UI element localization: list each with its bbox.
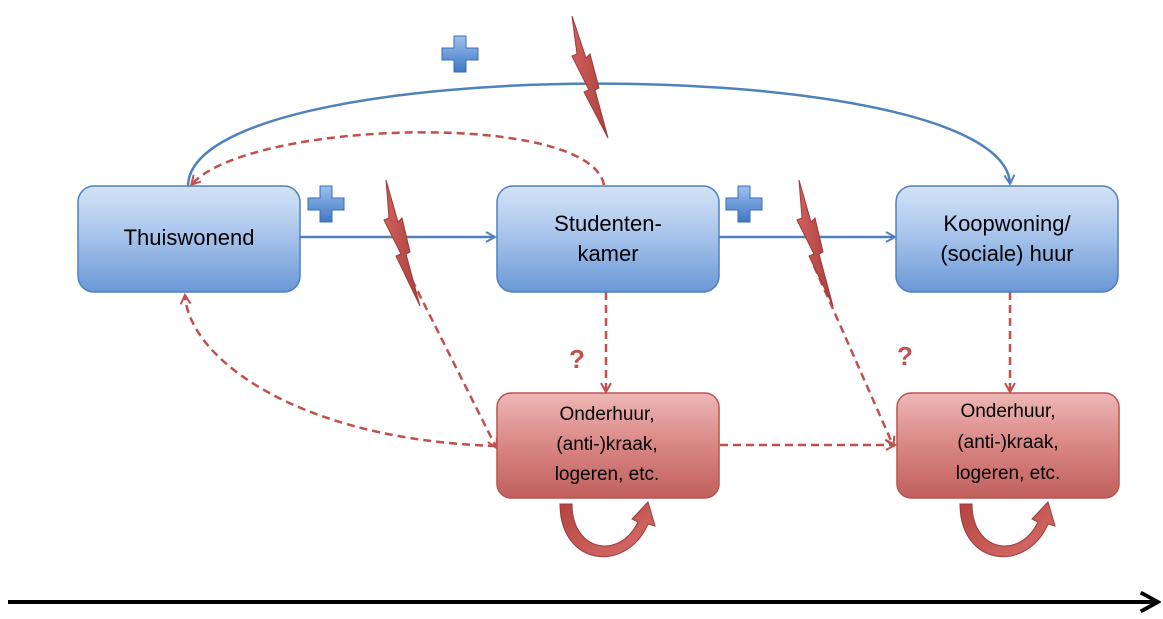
- node-studentenkamer-line-2: kamer: [577, 241, 638, 266]
- lightning-icon: [796, 179, 834, 307]
- node-onderhuur-1: Onderhuur, (anti-)kraak, logeren, etc.: [496, 392, 720, 499]
- node-koopwoning-line-1: Koopwoning/: [943, 211, 1071, 236]
- node-studentenkamer: Studenten- kamer: [496, 185, 720, 293]
- question-mark-2: ?: [897, 341, 913, 371]
- arrow-studentenkamer-lightning-to-onderhuur-2: [812, 265, 893, 445]
- svg-text:Studenten-: Studenten-: [554, 211, 662, 236]
- node-koopwoning: Koopwoning/ (sociale) huur: [895, 185, 1119, 293]
- svg-text:kamer: kamer: [577, 241, 638, 266]
- lightning-icon: [383, 179, 421, 307]
- svg-text:logeren, etc.: logeren, etc.: [956, 463, 1061, 484]
- loop-arrow-icon: [559, 501, 656, 558]
- svg-text:(anti-)kraak,: (anti-)kraak,: [957, 432, 1058, 453]
- node-thuiswonend-label: Thuiswonend: [124, 225, 255, 250]
- svg-text:(sociale) huur: (sociale) huur: [940, 241, 1073, 266]
- lightning-icon: [571, 15, 609, 139]
- arrow-thuiswonend-to-koopwoning: [186, 82, 1010, 186]
- arrow-studentenkamer-to-thuiswonend: [192, 131, 606, 185]
- node-onderhuur-1-line-3: logeren, etc.: [555, 464, 660, 485]
- svg-text:logeren, etc.: logeren, etc.: [555, 464, 660, 485]
- node-onderhuur-2-line-2: (anti-)kraak,: [957, 432, 1058, 453]
- plus-icon: [725, 185, 763, 223]
- svg-text:Onderhuur,: Onderhuur,: [559, 404, 654, 425]
- plus-icon: [307, 185, 345, 223]
- svg-text:Thuiswonend: Thuiswonend: [124, 225, 255, 250]
- node-thuiswonend: Thuiswonend: [77, 185, 301, 293]
- question-mark-1: ?: [569, 344, 585, 374]
- svg-text:Onderhuur,: Onderhuur,: [960, 401, 1055, 422]
- arrow-thuiswonend-lightning-to-onderhuur-1: [404, 267, 496, 447]
- node-onderhuur-2-line-1: Onderhuur,: [960, 401, 1055, 422]
- node-onderhuur-1-line-1: Onderhuur,: [559, 404, 654, 425]
- plus-icon: [441, 35, 479, 73]
- svg-text:(anti-)kraak,: (anti-)kraak,: [556, 434, 657, 455]
- node-onderhuur-2: Onderhuur, (anti-)kraak, logeren, etc.: [896, 392, 1120, 499]
- loop-arrow-icon: [959, 501, 1056, 558]
- node-onderhuur-2-line-3: logeren, etc.: [956, 463, 1061, 484]
- node-koopwoning-line-2: (sociale) huur: [940, 241, 1073, 266]
- arrow-onderhuur-1-to-thuiswonend: [185, 296, 497, 448]
- svg-text:Koopwoning/: Koopwoning/: [943, 211, 1071, 236]
- node-studentenkamer-line-1: Studenten-: [554, 211, 662, 236]
- node-onderhuur-1-line-2: (anti-)kraak,: [556, 434, 657, 455]
